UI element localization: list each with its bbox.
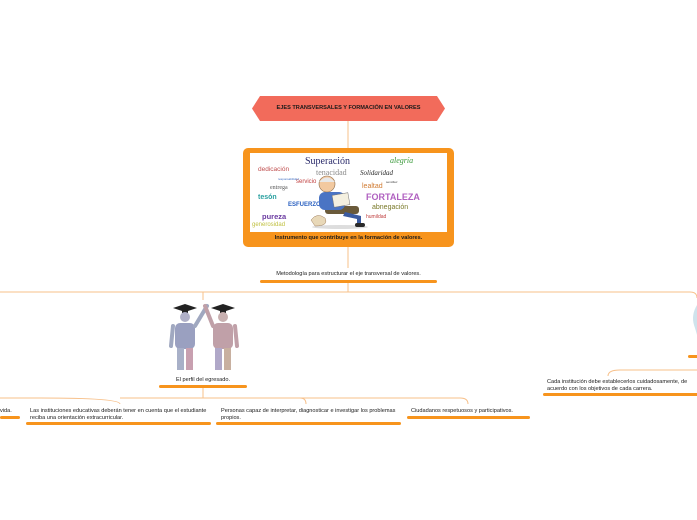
main-card[interactable]: Superación alegría dedicación tenacidad … [243,148,454,247]
institution-underline [543,393,697,396]
methodology-node[interactable]: Metodología para estructurar el eje tran… [276,271,421,277]
institution-node[interactable]: Cada institución debe establecerlos cuid… [547,379,688,392]
root-node[interactable]: EJES TRANSVERSALES Y FORMACIÓN EN VALORE… [252,96,445,121]
word-lealtad: lealtad [362,183,383,190]
leaf-citizens[interactable]: Ciudadanos respetuosos y participativos. [411,408,513,414]
leaf-life[interactable]: vida. [0,408,12,414]
graduate-profile-node[interactable]: El perfil del egresado. [175,377,231,383]
leaf-institutions[interactable]: Las instituciones educativas deberán ten… [30,408,207,421]
leaf-capable-people-underline [216,422,401,425]
word-abnegacion: abnegación [372,204,409,211]
root-title: EJES TRANSVERSALES Y FORMACIÓN EN VALORE… [276,105,421,111]
leaf-citizens-underline [407,416,530,419]
word-superacion: Superación [305,156,350,167]
word-esfuerzo: ESFUERZO [288,202,321,208]
reading-grandpa-illustration [310,175,368,229]
word-tenacidad: tenacidad [316,168,347,177]
word-fortaleza: FORTALEZA [366,192,420,202]
word-cloud-image: Superación alegría dedicación tenacidad … [250,153,447,232]
root-node-shape [252,96,445,121]
word-teson: tesón [258,194,277,201]
right-branch-image-fragment [693,305,697,335]
graduates-illustration [169,304,239,370]
word-humildad: humildad [366,214,387,220]
main-card-caption: Instrumento que contribuye en la formaci… [274,235,423,241]
word-alegria: alegría [390,156,414,165]
word-sencillez: sencillez [386,180,398,184]
word-pureza: pureza [262,212,287,221]
right-image-underline [688,355,697,358]
word-generosidad: generosidad [252,222,286,228]
leaf-life-underline [0,416,20,419]
word-entrega: entrega [270,185,288,191]
word-servicio: servicio [296,179,317,185]
word-solidaridad: Solidaridad [360,169,394,177]
word-responsabilidad: responsabilidad [278,177,300,181]
word-dedicacion: dedicación [258,166,290,173]
leaf-institutions-underline [26,422,211,425]
leaf-capable-people[interactable]: Personas capaz de interpretar, diagnosti… [221,408,396,421]
methodology-underline [260,280,437,283]
graduate-profile-underline [159,385,247,388]
